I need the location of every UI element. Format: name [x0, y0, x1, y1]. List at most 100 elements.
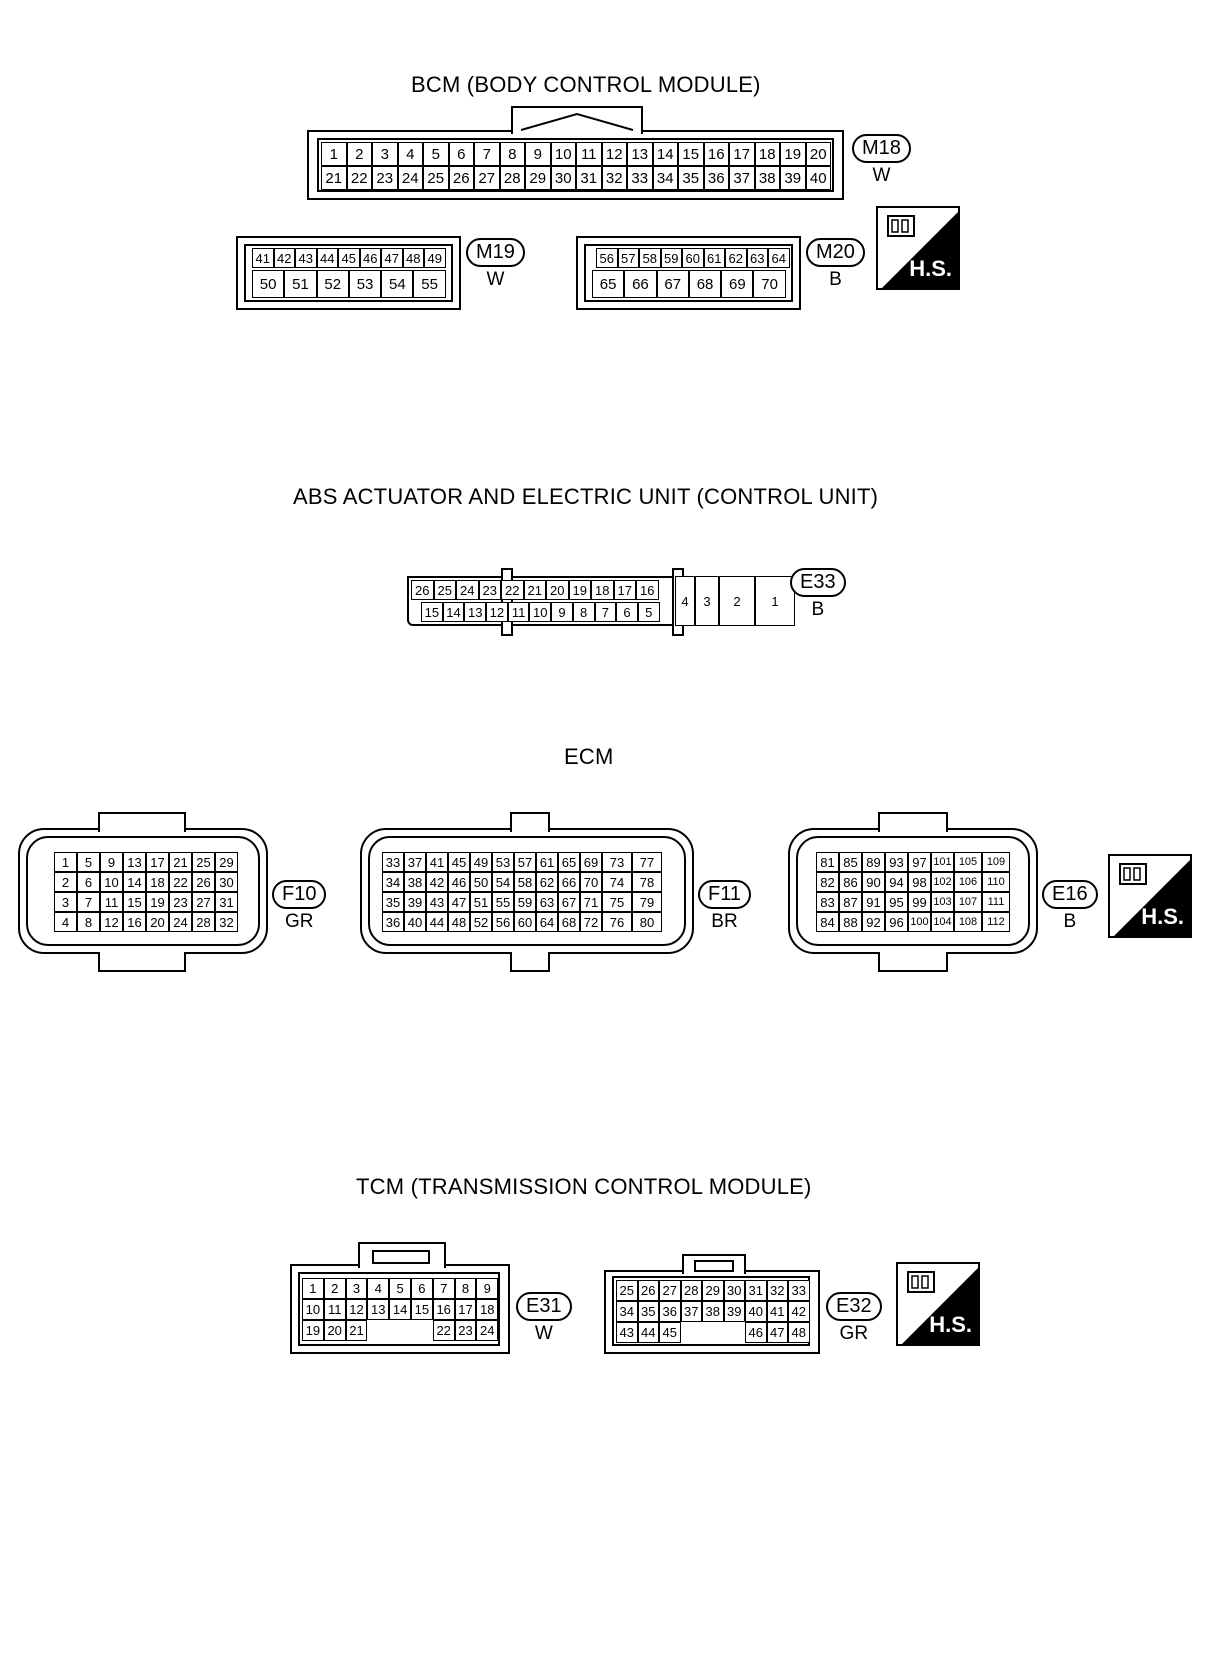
pin-cell: 52 [470, 912, 492, 932]
pin-cell: 13 [367, 1299, 390, 1320]
pin-cell: 30 [215, 872, 238, 892]
pin-cell: 68 [688, 270, 722, 298]
pin-cell: 8 [499, 142, 525, 166]
pin-cell: 4 [397, 142, 423, 166]
connector-color: W [872, 165, 891, 186]
pin-cell: 34 [616, 1301, 638, 1322]
pin-cell: 77 [632, 852, 662, 872]
pin-cell: 57 [617, 248, 639, 268]
pin-cell: 39 [723, 1301, 745, 1322]
pin-cell: 35 [678, 166, 704, 190]
pin-cell: 20 [805, 142, 831, 166]
pin-cell: 48 [448, 912, 470, 932]
pin-cell: 42 [273, 248, 295, 268]
pin-cell: 48 [788, 1322, 810, 1343]
pin-cell: 37 [680, 1301, 702, 1322]
pin-cell: 35 [637, 1301, 659, 1322]
pin-cell: 33 [627, 166, 653, 190]
connector-color: GR [284, 911, 314, 932]
pin-cell: 10 [302, 1299, 324, 1320]
pin-cell: 21 [321, 166, 347, 190]
pin-cell: 7 [77, 892, 100, 912]
pin-cell: 29 [525, 166, 551, 190]
tcm-title: TCM (TRANSMISSION CONTROL MODULE) [356, 1174, 812, 1199]
connector-tag-e16: E16 B [1042, 880, 1098, 933]
pin-cell: 45 [659, 1322, 681, 1343]
pin-cell: 104 [931, 912, 954, 932]
pin-cell: 60 [514, 912, 536, 932]
pin-cell [681, 1322, 703, 1343]
pin-cell: 5 [389, 1278, 411, 1299]
pin-cell: 3 [54, 892, 77, 912]
pin-cell: 24 [169, 912, 192, 932]
pin-cell: 16 [123, 912, 146, 932]
pin-cell: 85 [839, 852, 862, 872]
connector-color: B [829, 269, 842, 290]
pin-cell: 2 [54, 872, 77, 892]
pin-cell: 66 [558, 872, 580, 892]
pin-cell: 24 [397, 166, 423, 190]
hs-label: H.S. [929, 1312, 972, 1337]
pin-cell: 12 [486, 602, 508, 622]
connector-id: E33 [790, 568, 846, 597]
pin-cell: 2 [346, 142, 372, 166]
pin-cell: 44 [637, 1322, 659, 1343]
pin-cell: 74 [602, 872, 632, 892]
pin-cell [411, 1320, 433, 1341]
pin-cell: 22 [432, 1320, 455, 1341]
pin-cell: 6 [448, 142, 474, 166]
pin-cell: 57 [514, 852, 536, 872]
pin-cell: 8 [454, 1278, 477, 1299]
pin-cell: 86 [839, 872, 862, 892]
pin-cell: 88 [839, 912, 862, 932]
pin-cell: 34 [382, 872, 404, 892]
pin-cell: 11 [507, 602, 530, 622]
pin-cell: 20 [546, 580, 569, 600]
pin-cell: 10 [100, 872, 123, 892]
pin-cell: 50 [252, 270, 285, 298]
latch-triangle [521, 112, 633, 131]
pin-cell: 56 [596, 248, 618, 268]
pin-cell: 46 [745, 1322, 767, 1343]
pin-cell: 10 [550, 142, 576, 166]
pin-cell: 42 [426, 872, 448, 892]
hs-label: H.S. [1141, 904, 1184, 929]
pin-cell: 18 [476, 1299, 499, 1320]
pin-cell: 67 [558, 892, 580, 912]
pin-cell: 11 [100, 892, 123, 912]
pin-cell: 25 [423, 166, 449, 190]
pin-cell: 92 [862, 912, 885, 932]
pin-cell: 54 [492, 872, 514, 892]
connector-color: GR [839, 1323, 869, 1344]
pin-cell: 73 [602, 852, 632, 872]
pin-cell: 32 [215, 912, 238, 932]
pin-cell: 64 [768, 248, 790, 268]
pin-cell: 27 [474, 166, 500, 190]
connector-tag-f11: F11 BR [698, 880, 751, 933]
pin-cell: 7 [594, 602, 617, 622]
connector-color: W [486, 269, 505, 290]
pin-cell: 52 [316, 270, 349, 298]
pin-cell: 26 [448, 166, 474, 190]
pin-cell: 43 [426, 892, 448, 912]
connector-tag-m20: M20 B [806, 238, 865, 291]
pin-cell: 41 [252, 248, 274, 268]
pin-cell: 39 [780, 166, 806, 190]
pin-cell: 18 [754, 142, 780, 166]
pin-cell: 2 [323, 1278, 346, 1299]
pin-cell: 70 [753, 270, 786, 298]
pin-cell: 12 [100, 912, 123, 932]
pin-cell: 33 [382, 852, 404, 872]
connector-id: E32 [826, 1292, 882, 1321]
pin-cell: 43 [295, 248, 317, 268]
pin-cell: 7 [474, 142, 500, 166]
connector-id: E31 [516, 1292, 572, 1321]
pin-cell: 30 [550, 166, 576, 190]
